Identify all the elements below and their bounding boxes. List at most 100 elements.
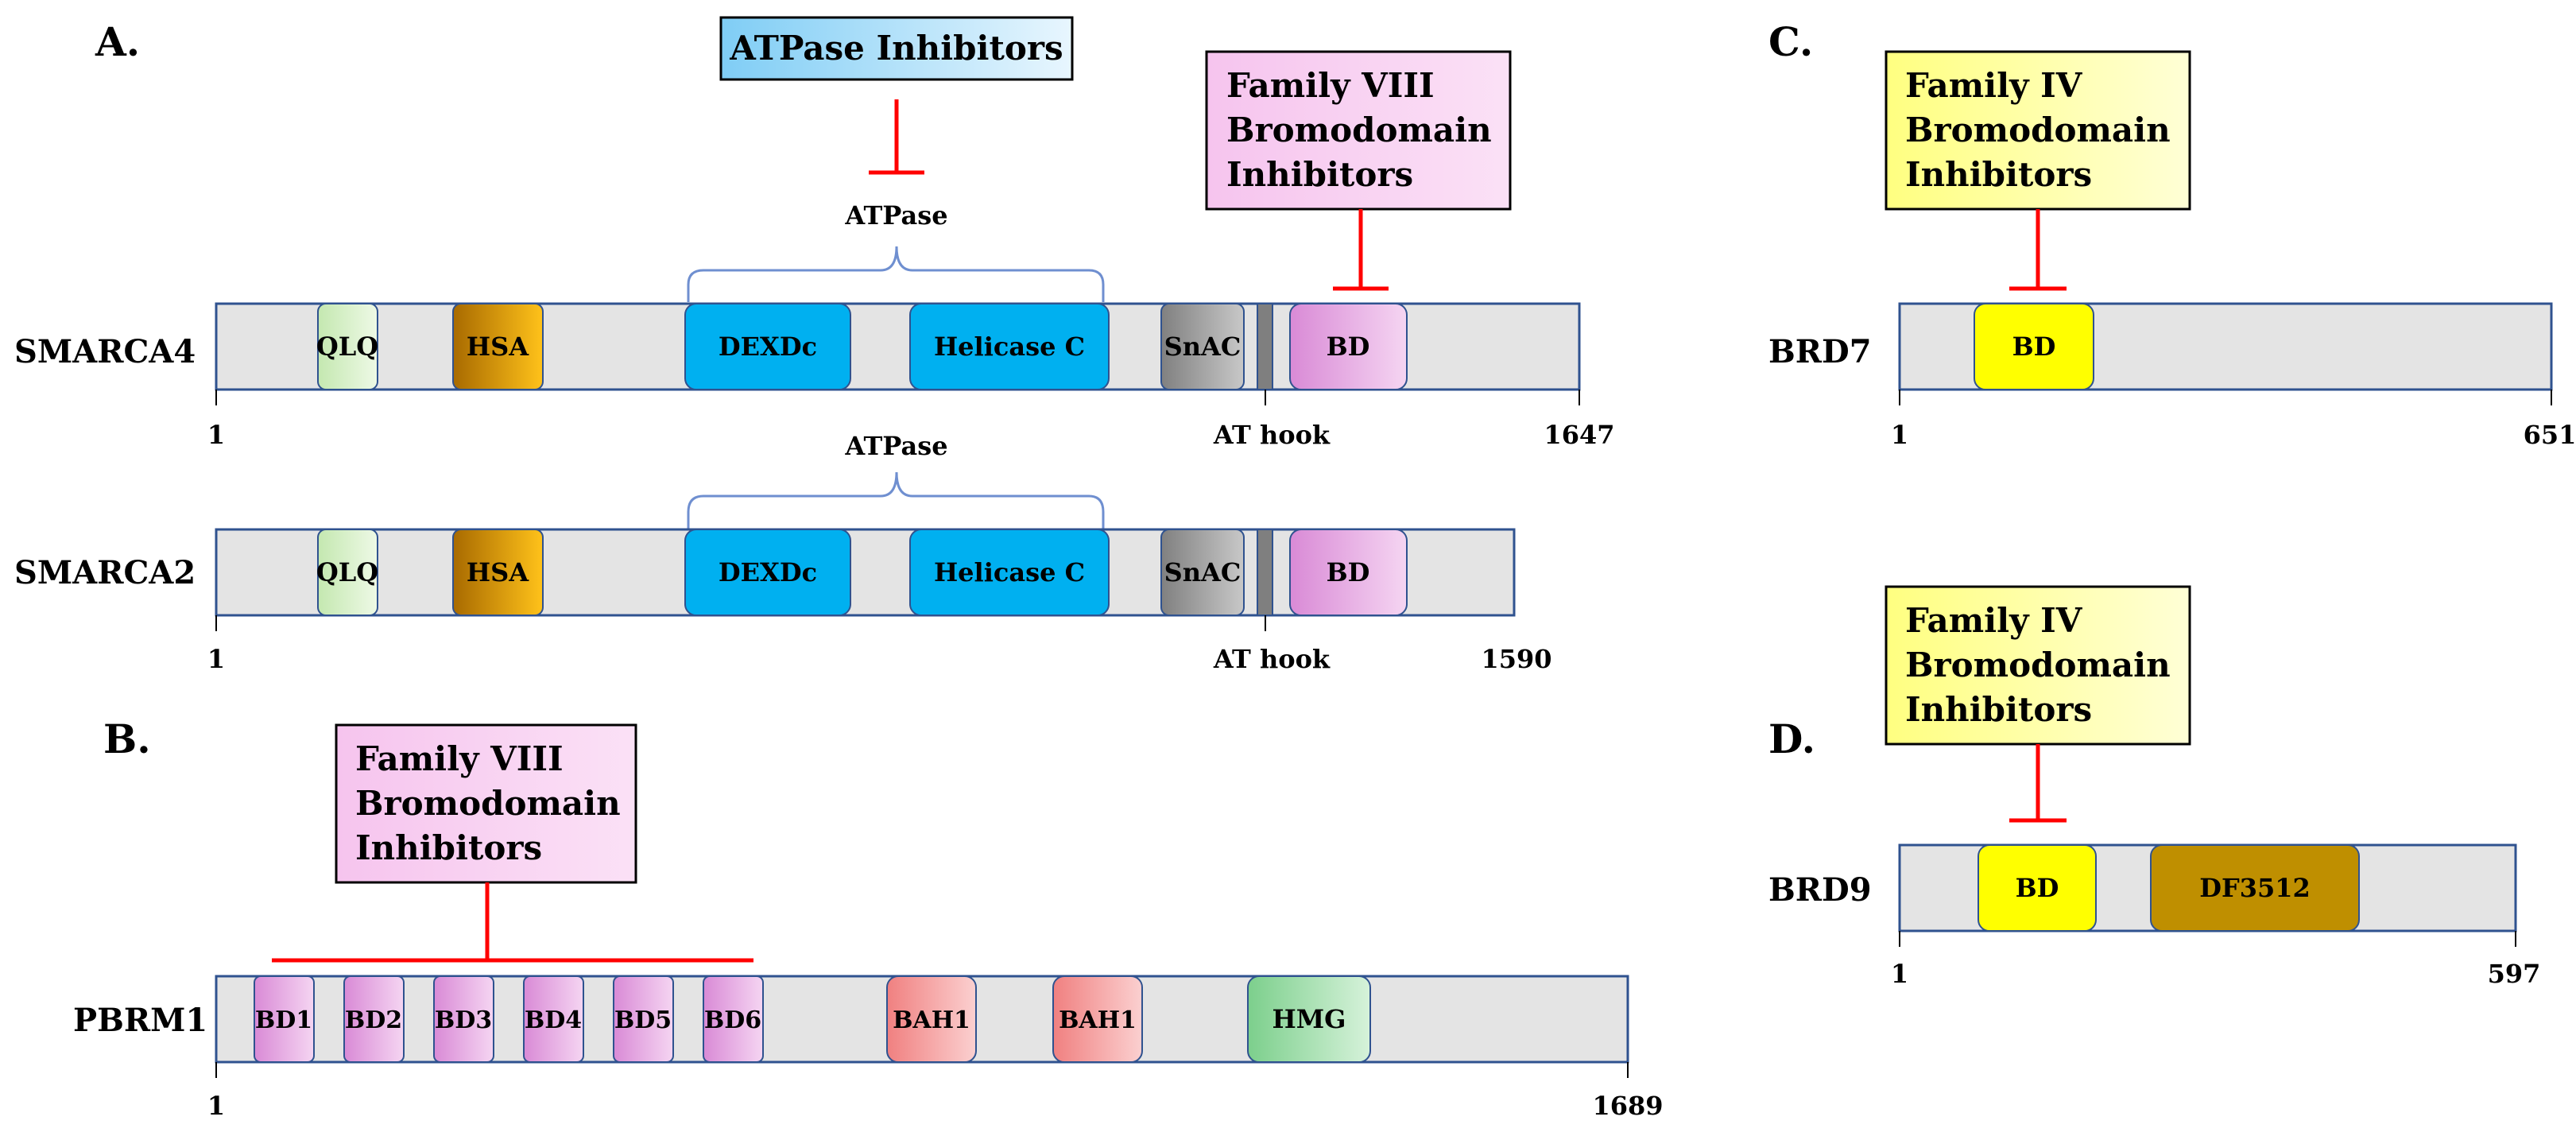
smarca2-bd-label: BD (1327, 557, 1370, 587)
smarca2-end: 1590 (1481, 644, 1551, 674)
brd9-df3512-label: DF3512 (2199, 873, 2311, 903)
panel-label-d: D. (1768, 715, 1815, 762)
smarca2-track: ATPase SMARCA2 QLQ HSA DEXDc Helicase C … (14, 431, 1552, 674)
smarca4-dexdc-label: DEXDc (719, 331, 817, 362)
family-viii-box-a (1205, 50, 1512, 211)
smarca2-snac-domain (1160, 529, 1245, 616)
family-iv-d-line2: Bromodomain (1905, 646, 2171, 684)
smarca4-atpase-label: ATPase (844, 200, 947, 231)
brd7-bd-domain (1974, 303, 2094, 390)
pbrm1-name: PBRM1 (73, 1002, 207, 1039)
brd9-name: BRD9 (1768, 871, 1872, 909)
brd7-start: 1 (1891, 420, 1908, 450)
family-iv-c-line3: Inhibitors (1905, 155, 2092, 194)
smarca4-dexdc-domain (684, 303, 851, 390)
smarca2-atpase-bracket (687, 471, 1105, 529)
smarca4-atpase-bracket (687, 246, 1105, 302)
family-viii-b-line2: Bromodomain (355, 784, 621, 823)
smarca4-end: 1647 (1544, 420, 1614, 450)
brd9-bd-label: BD (2016, 873, 2059, 903)
pbrm1-bah1-label-2: BAH1 (1059, 1006, 1137, 1034)
brd7-end: 651 (2524, 420, 2576, 450)
family-viii-b-line3: Inhibitors (355, 828, 542, 867)
smarca4-track: ATPase Inhibitors Family VIII Bromodomai… (14, 16, 1615, 450)
smarca2-at-hook: AT hook (1213, 644, 1331, 674)
pbrm1-bd5-label: BD5 (614, 1006, 672, 1034)
smarca4-name: SMARCA4 (14, 333, 196, 370)
pbrm1-bd2-domain (343, 975, 405, 1063)
brd9-track: Family IV Bromodomain Inhibitors BRD9 BD… (1768, 585, 2541, 989)
smarca2-helicase-label: Helicase C (934, 557, 1085, 587)
pbrm1-bd1-domain (254, 975, 315, 1063)
smarca4-at-hook: AT hook (1213, 420, 1331, 450)
pbrm1-bd4-label: BD4 (525, 1006, 582, 1034)
family-viii-a-line3: Inhibitors (1226, 155, 1413, 194)
family-iv-box-c (1885, 50, 2191, 211)
family-iv-d-line3: Inhibitors (1905, 690, 2092, 729)
smarca4-helicase-domain (909, 303, 1110, 390)
pbrm1-bd3-label: BD3 (435, 1006, 492, 1034)
pbrm1-bah1-label-1: BAH1 (893, 1006, 970, 1034)
smarca2-qlq-label: QLQ (316, 557, 378, 587)
brd7-name: BRD7 (1768, 333, 1872, 370)
atpase-inhibitor-box (719, 16, 1074, 81)
smarca4-start: 1 (207, 420, 225, 450)
family-iv-d-line1: Family IV (1905, 601, 2083, 640)
smarca2-helicase-domain (909, 529, 1110, 616)
smarca4-at-hook-bar (1257, 303, 1273, 390)
smarca4-bd-domain (1289, 303, 1408, 390)
atpase-inhibitor-text: ATPase Inhibitors (729, 29, 1063, 68)
family-viii-a-line1: Family VIII (1226, 66, 1435, 105)
family-iv-c-line2: Bromodomain (1905, 110, 2171, 149)
brd9-end: 597 (2488, 959, 2541, 989)
pbrm1-bah1-domain-2 (1052, 975, 1143, 1063)
brd7-track: Family IV Bromodomain Inhibitors BRD7 BD… (1768, 50, 2576, 450)
family-iv-box-d (1885, 585, 2191, 746)
smarca4-qlq-label: QLQ (316, 331, 378, 362)
smarca2-bd-domain (1289, 529, 1408, 616)
pbrm1-bd4-domain (523, 975, 584, 1063)
brd9-bd-domain (1978, 844, 2097, 932)
smarca2-at-hook-bar (1257, 529, 1273, 616)
pbrm1-start: 1 (207, 1091, 225, 1121)
pbrm1-track: Family VIII Bromodomain Inhibitors PBRM1… (73, 723, 1664, 1121)
pbrm1-bd6-label: BD6 (704, 1006, 761, 1034)
smarca4-snac-domain (1160, 303, 1245, 390)
smarca2-dexdc-label: DEXDc (719, 557, 817, 587)
smarca4-qlq-domain (317, 303, 378, 390)
brd9-start: 1 (1891, 959, 1908, 989)
smarca2-hsa-label: HSA (467, 557, 529, 587)
pbrm1-end: 1689 (1592, 1091, 1663, 1121)
pbrm1-hmg-domain (1247, 975, 1371, 1063)
pbrm1-hmg-label: HMG (1273, 1004, 1346, 1034)
smarca2-name: SMARCA2 (14, 554, 196, 591)
family-viii-a-line2: Bromodomain (1226, 110, 1492, 149)
smarca4-helicase-label: Helicase C (934, 331, 1085, 362)
panel-label-c: C. (1768, 18, 1813, 65)
smarca2-hsa-domain (452, 529, 544, 616)
smarca2-qlq-domain (317, 529, 378, 616)
family-viii-box-b (335, 723, 637, 884)
brd7-bd-label: BD (2012, 331, 2056, 362)
smarca2-snac-label: SnAC (1164, 557, 1242, 587)
smarca4-hsa-label: HSA (467, 331, 529, 362)
pbrm1-bd1-label: BD1 (255, 1006, 312, 1034)
panel-label-b: B. (103, 715, 151, 762)
pbrm1-bd2-label: BD2 (345, 1006, 402, 1034)
pbrm1-bd3-domain (433, 975, 494, 1063)
family-iv-c-line1: Family IV (1905, 66, 2083, 105)
smarca4-hsa-domain (452, 303, 544, 390)
brd9-df3512-domain (2150, 844, 2360, 932)
family-viii-b-line1: Family VIII (355, 739, 564, 778)
pbrm1-bd5-domain (613, 975, 674, 1063)
smarca2-atpase-label: ATPase (844, 431, 947, 461)
pbrm1-bd6-domain (703, 975, 764, 1063)
panel-label-a: A. (95, 18, 140, 65)
smarca2-dexdc-domain (684, 529, 851, 616)
smarca4-snac-label: SnAC (1164, 331, 1242, 362)
smarca2-start: 1 (207, 644, 225, 674)
smarca4-bd-label: BD (1327, 331, 1370, 362)
pbrm1-bah1-domain-1 (886, 975, 977, 1063)
